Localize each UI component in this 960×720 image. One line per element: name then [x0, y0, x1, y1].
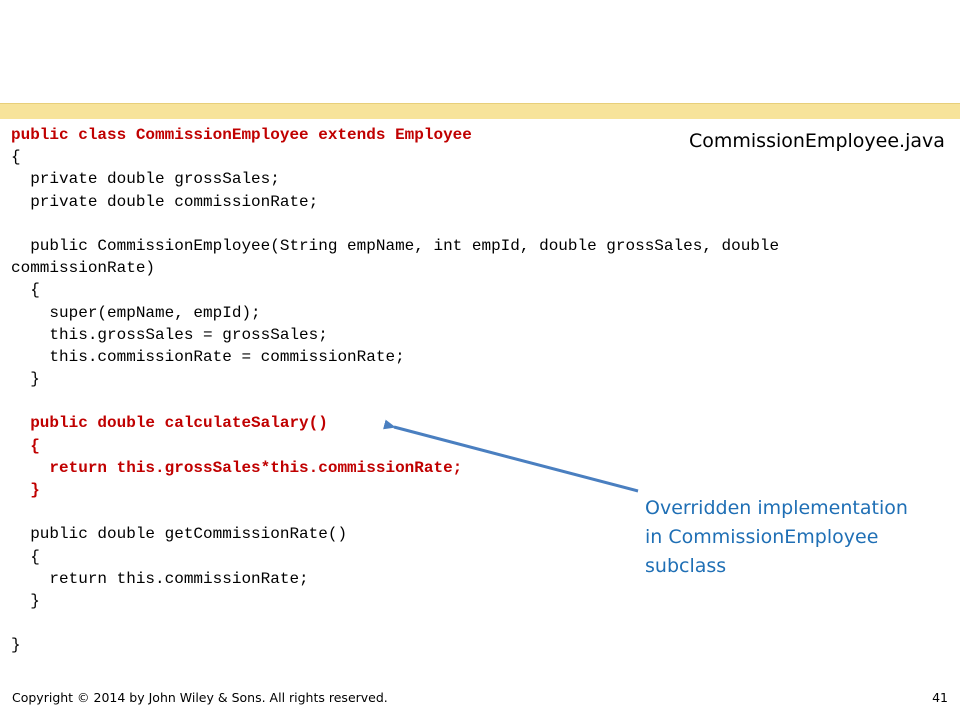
code-line: commissionRate)	[11, 259, 156, 278]
annotation-line: subclass	[645, 555, 727, 577]
code-line: {	[11, 281, 40, 300]
code-line: this.grossSales = grossSales;	[11, 325, 328, 344]
file-label: CommissionEmployee.java	[689, 130, 945, 152]
code-line: public double calculateSalary()	[11, 414, 328, 433]
code-line: public double getCommissionRate()	[11, 525, 348, 544]
code-line: }	[11, 636, 21, 655]
header-bar	[0, 104, 960, 119]
annotation-line: Overridden implementation	[645, 497, 908, 519]
code-line	[11, 213, 951, 235]
code-line: public CommissionEmployee(String empName…	[11, 236, 780, 255]
footer-copyright: Copyright © 2014 by John Wiley & Sons. A…	[12, 690, 388, 705]
code-line: private double grossSales;	[11, 170, 280, 189]
code-line: }	[11, 481, 40, 499]
annotation-line: in CommissionEmployee	[645, 526, 879, 548]
code-line: {	[11, 436, 40, 455]
code-line: }	[11, 591, 40, 610]
code-line	[11, 612, 951, 634]
override-annotation: Overridden implementation in CommissionE…	[645, 494, 945, 581]
code-block: public class CommissionEmployee extends …	[11, 124, 951, 657]
code-line: this.commissionRate = commissionRate;	[11, 347, 405, 366]
code-line	[11, 390, 951, 412]
code-line: public class CommissionEmployee extends …	[11, 126, 472, 144]
code-line: return this.commissionRate;	[11, 569, 309, 588]
code-line: }	[11, 370, 40, 389]
code-line: {	[11, 148, 21, 167]
code-line: {	[11, 547, 40, 566]
page-number: 41	[932, 690, 948, 705]
code-line: super(empName, empId);	[11, 303, 261, 322]
code-line: return this.grossSales*this.commissionRa…	[11, 458, 463, 477]
header-bar-line	[0, 103, 960, 104]
code-line: private double commissionRate;	[11, 192, 319, 211]
